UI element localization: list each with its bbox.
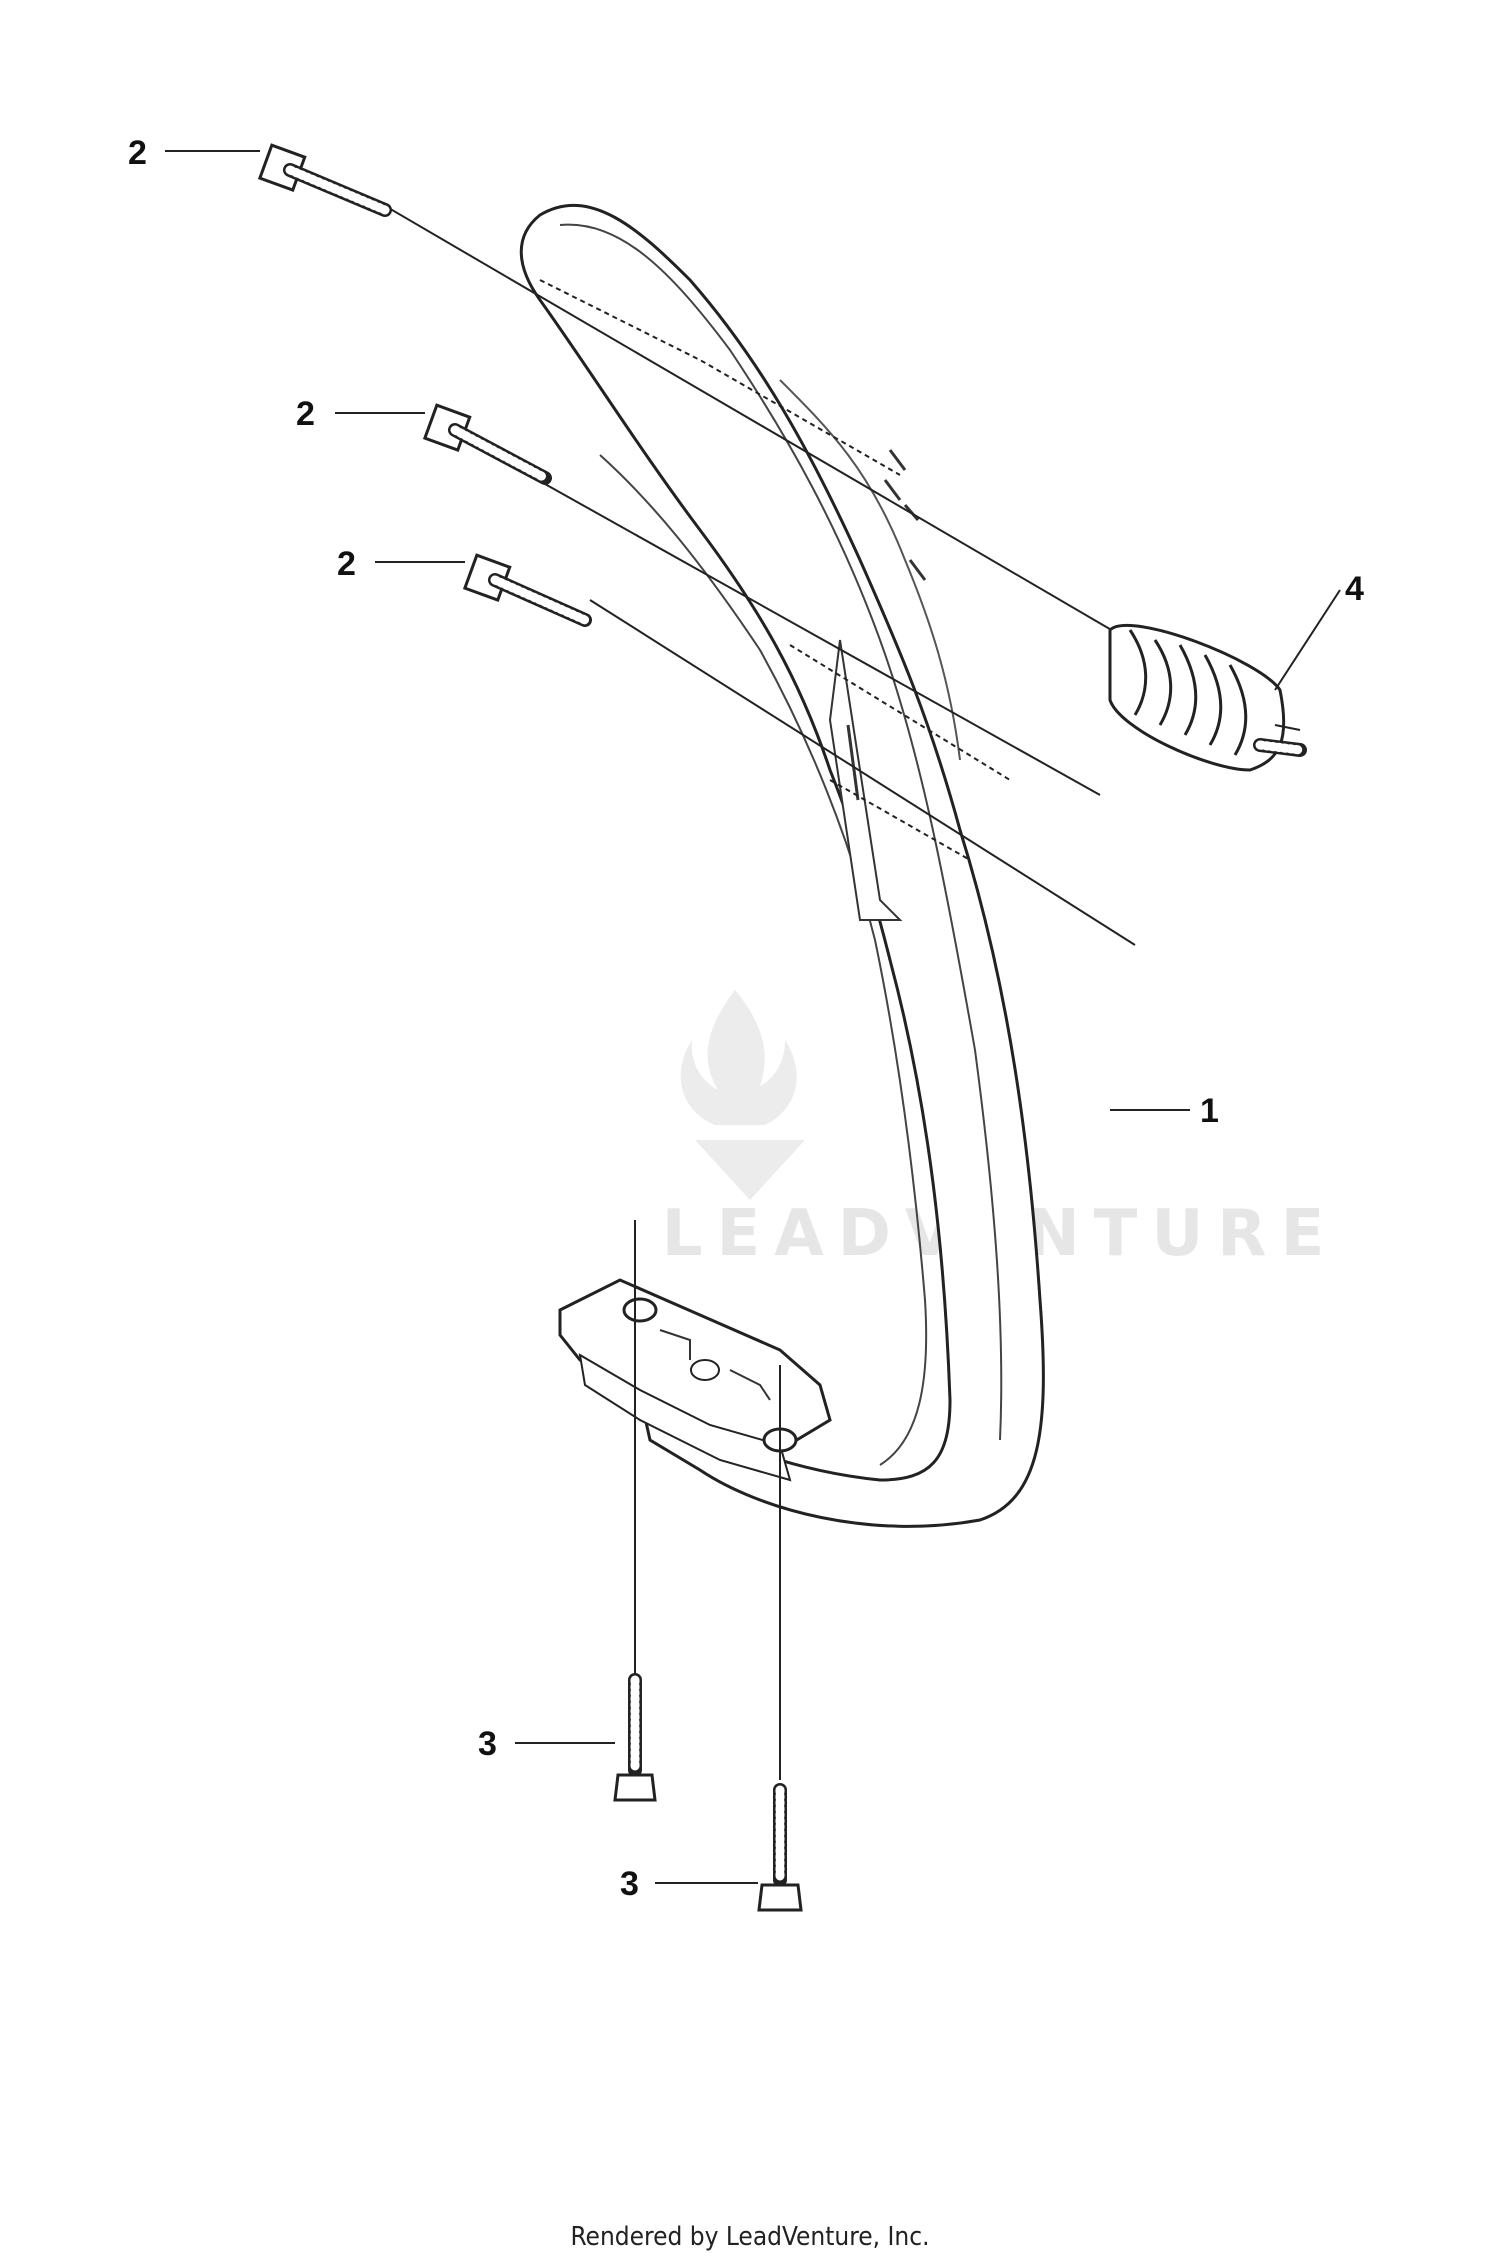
assembly-lines xyxy=(374,199,1136,1780)
bolt-2-top xyxy=(257,143,392,217)
callout-part-1: 1 xyxy=(1200,1092,1219,1130)
callout-part-2: 2 xyxy=(128,134,147,172)
mount-hole xyxy=(622,1297,658,1323)
callout-part-2: 2 xyxy=(337,545,356,583)
callout-part-4: 4 xyxy=(1345,570,1364,608)
bolt-2-bottom xyxy=(462,553,592,627)
spring-damper xyxy=(1108,624,1307,772)
footer-credit: Rendered by LeadVenture, Inc. xyxy=(570,2222,930,2252)
handle-bracket xyxy=(558,1278,832,1482)
front-handle xyxy=(519,203,1045,1528)
flame-logo-icon xyxy=(680,990,805,1200)
callout-part-2: 2 xyxy=(296,395,315,433)
bolt-3-left xyxy=(613,1673,657,1802)
callout-part-3: 3 xyxy=(478,1725,497,1763)
bolt-3-right xyxy=(757,1783,803,1912)
callout-leaders xyxy=(165,150,1341,1884)
bolt-2-middle xyxy=(422,403,552,485)
callout-part-3: 3 xyxy=(620,1865,639,1903)
